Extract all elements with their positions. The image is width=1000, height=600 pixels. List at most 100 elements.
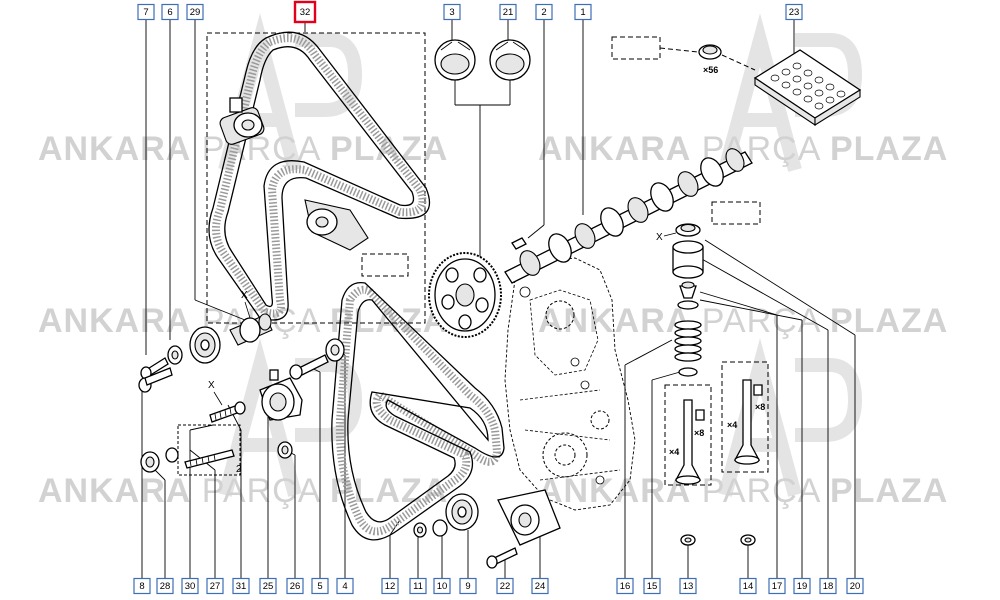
qty-4b: ×4 [727, 420, 737, 430]
callout-box [156, 577, 174, 595]
callout-12: 12 [381, 577, 399, 595]
ref-frame-camshaft [611, 36, 661, 60]
callout-30: 30 [181, 577, 199, 595]
callout-number: 18 [823, 581, 834, 592]
callout-2: 2 [535, 3, 553, 21]
callout-box [785, 3, 803, 21]
callout-number: 7 [143, 7, 148, 18]
kit-tensioner-mid [304, 199, 369, 251]
group-frames [177, 32, 769, 486]
callout-number: 26 [290, 581, 301, 592]
callout-number: 22 [500, 581, 511, 592]
callout-box [819, 577, 837, 595]
seal-15 [678, 367, 698, 377]
retainer-19 [677, 300, 699, 310]
camshaft [504, 148, 753, 284]
qty-4a: ×4 [669, 447, 679, 457]
watermark-row2-right: ANKARA PARÇA PLAZA [538, 302, 948, 340]
main-timing-belt [331, 281, 505, 541]
callout-box [181, 577, 199, 595]
callout-1: 1 [574, 3, 592, 21]
washer-10 [432, 519, 448, 537]
callout-8: 8 [133, 577, 151, 595]
seals-group [434, 39, 531, 81]
washer-28 [165, 447, 179, 463]
callout-box [496, 577, 514, 595]
timing-belt-kit [208, 31, 431, 321]
callout-29: 29 [186, 3, 204, 21]
callout-number: 25 [263, 581, 274, 592]
callout-box [459, 577, 477, 595]
callout-box [574, 3, 592, 21]
callout-box [535, 3, 553, 21]
valvetrain: X ×8 ×4 ×8 ×4 ×8 [656, 223, 765, 546]
valve-frame-2 [721, 361, 769, 473]
callout-box [531, 577, 549, 595]
watermark-row3-left: ANKARA PARÇA PLAZA [38, 472, 448, 510]
bottom-pulleys [413, 489, 561, 569]
leader-lines [141, 20, 856, 578]
callout-4: 4 [336, 577, 354, 595]
callout-7: 7 [137, 3, 155, 21]
ref-frame-tappet [711, 201, 761, 225]
mid-left-parts: X 2 [138, 338, 345, 475]
callout-28: 28 [156, 577, 174, 595]
callout-number: 12 [385, 581, 396, 592]
callout-number: 5 [317, 581, 322, 592]
callout-6: 6 [161, 3, 179, 21]
qty-8a: ×8 [694, 428, 704, 438]
camshaft-pulley [428, 252, 502, 338]
callout-number: 3 [449, 7, 454, 18]
callout-17: 17 [768, 577, 786, 595]
callout-number: 17 [772, 581, 783, 592]
callout-box [443, 3, 461, 21]
callout-number: 16 [620, 581, 631, 592]
callout-number: 23 [789, 7, 800, 18]
callout-box [846, 577, 864, 595]
callout-26: 26 [286, 577, 304, 595]
callout-27: 27 [206, 577, 224, 595]
callout-box [186, 3, 204, 21]
callout-11: 11 [409, 577, 427, 595]
callout-number: 11 [413, 581, 423, 592]
callout-number: 4 [342, 581, 347, 592]
callout-number: 8 [139, 581, 144, 592]
callout-box [137, 3, 155, 21]
callout-number: 9 [465, 581, 470, 592]
callout-14: 14 [739, 577, 757, 595]
callout-box [679, 577, 697, 595]
callout-box [133, 577, 151, 595]
qty-56-label: ×56 [703, 65, 718, 75]
callout-15: 15 [643, 577, 661, 595]
callout-22: 22 [496, 577, 514, 595]
callout-number: 1 [580, 7, 585, 18]
callout-number: 31 [236, 581, 247, 592]
callout-10: 10 [433, 577, 451, 595]
callout-box [206, 577, 224, 595]
stud-31 [184, 449, 235, 469]
callout-box [499, 3, 517, 21]
shim-box: ×56 [659, 44, 862, 127]
callout-number: 13 [683, 581, 694, 592]
valve-frame-1 [664, 384, 712, 486]
num-2-label: 2 [236, 464, 242, 475]
callout-number: 14 [743, 581, 754, 592]
callout-32: 32 [293, 0, 317, 24]
ref-frame-belt [361, 253, 409, 277]
callout-number: 20 [850, 581, 861, 592]
callout-box [381, 577, 399, 595]
left-tensioner: X [140, 290, 273, 380]
callout-9: 9 [459, 577, 477, 595]
x-mark-2: X [208, 380, 215, 391]
kit-tensioner-top [219, 97, 265, 145]
watermark-row1-left: ANKARA PARÇA PLAZA [38, 130, 448, 168]
callout-31: 31 [232, 577, 250, 595]
callout-24: 24 [531, 577, 549, 595]
callout-25: 25 [259, 577, 277, 595]
callout-box [232, 577, 250, 595]
callout-5: 5 [311, 577, 329, 595]
callout-box [739, 577, 757, 595]
